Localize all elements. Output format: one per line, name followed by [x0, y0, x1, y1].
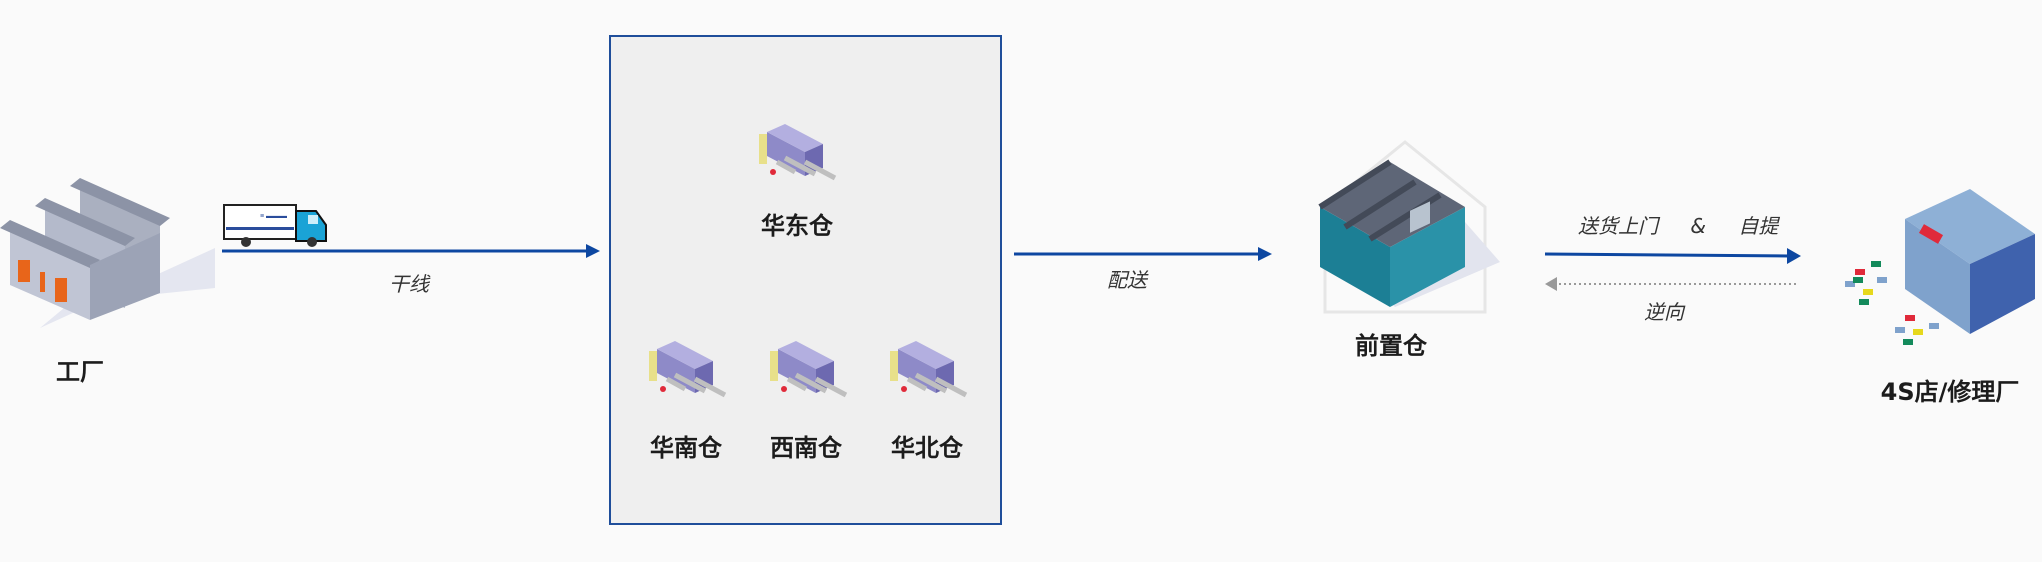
edge-label-pickup: 自提: [1738, 214, 1779, 238]
store-icon: [1845, 189, 2035, 345]
front-warehouse-icon: [1315, 137, 1500, 317]
edge-label-delivery: 送货上门: [1578, 214, 1658, 238]
edge-label-delivery-group: 送货上门 & 自提: [1578, 210, 1778, 239]
node-label-store: 4S店/修理厂: [1880, 378, 2020, 406]
edge-label-amp: &: [1690, 214, 1706, 238]
node-label-east: 华东仓: [761, 212, 833, 240]
node-label-north: 华北仓: [891, 434, 963, 462]
edge-label-distribution: 配送: [1107, 268, 1147, 292]
distribution-arrow: [1014, 246, 1276, 262]
reverse-arrow: [1545, 275, 1807, 293]
delivery-arrow: [1544, 246, 1807, 264]
edge-label-trunk: 干线: [389, 272, 429, 296]
node-label-southwest: 西南仓: [770, 434, 842, 462]
factory-icon: [0, 168, 215, 328]
node-label-south: 华南仓: [650, 434, 722, 462]
regional-warehouse-group: [609, 35, 1002, 525]
warehouse-icon-north: [886, 341, 968, 401]
edge-label-reverse: 逆向: [1644, 300, 1684, 324]
warehouse-icon-south: [645, 341, 727, 401]
warehouse-icon-southwest: [766, 341, 848, 401]
trunk-arrow: [222, 243, 602, 259]
svg-text:≡ ▬▬▬: ≡ ▬▬▬: [260, 213, 287, 220]
truck-icon: ≡ ▬▬▬: [222, 203, 328, 248]
warehouse-icon-east: [755, 124, 837, 184]
node-label-front: 前置仓: [1355, 332, 1427, 360]
node-label-factory: 工厂: [56, 358, 104, 386]
